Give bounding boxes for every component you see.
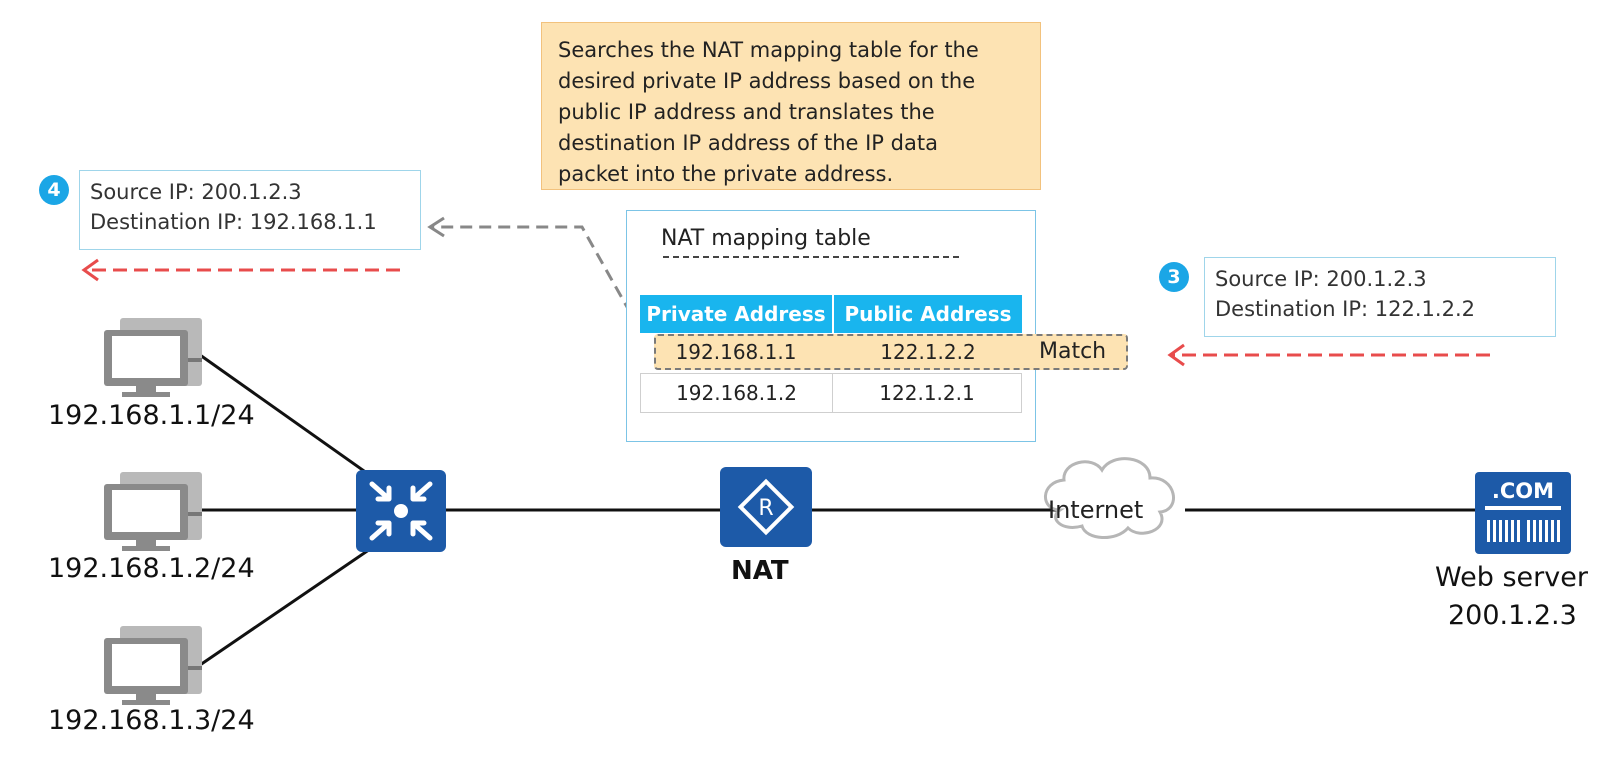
link-host3-switch	[199, 528, 399, 667]
table-divider	[663, 256, 959, 258]
nat-label: NAT	[731, 556, 789, 586]
packet-3-destination: Destination IP: 122.1.2.2	[1215, 297, 1475, 321]
packet-4-destination: Destination IP: 192.168.1.1	[90, 210, 377, 234]
table-row-1-public: 122.1.2.2	[880, 340, 976, 364]
packet-box-4: Source IP: 200.1.2.3 Destination IP: 192…	[79, 170, 421, 250]
web-server-icon: .COM	[1475, 472, 1571, 554]
table-title: NAT mapping table	[661, 226, 871, 251]
note-line: Searches the NAT mapping table for the	[558, 38, 979, 62]
step-3-badge: 3	[1159, 262, 1189, 292]
packet-4-source: Source IP: 200.1.2.3	[90, 180, 302, 204]
packet-3-source: Source IP: 200.1.2.3	[1215, 267, 1427, 291]
host-1-label: 192.168.1.1/24	[48, 400, 255, 431]
match-highlight	[654, 334, 1128, 370]
note-box: Searches the NAT mapping table for the d…	[541, 22, 1041, 190]
note-line: packet into the private address.	[558, 162, 894, 186]
table-row-1-private: 192.168.1.1	[675, 340, 797, 364]
router-icon: R	[720, 467, 812, 547]
server-badge-text: .COM	[1492, 479, 1554, 503]
note-line: destination IP address of the IP data	[558, 131, 938, 155]
red-arrow-left-top	[81, 258, 400, 282]
cloud-icon	[1044, 457, 1175, 539]
column-header-private: Private Address	[640, 295, 832, 333]
server-label: Web server	[1435, 562, 1588, 593]
server-ip-label: 200.1.2.3	[1448, 600, 1577, 631]
column-header-public: Public Address	[834, 295, 1022, 333]
grey-connector-arrow	[427, 216, 642, 331]
table-row-2-private: 192.168.1.2	[640, 373, 833, 413]
computer-icon	[104, 472, 202, 551]
note-line: public IP address and translates the	[558, 100, 935, 124]
cloud-label: Internet	[1048, 496, 1144, 524]
table-row-2-public: 122.1.2.1	[832, 373, 1022, 413]
computer-icon	[104, 318, 202, 397]
packet-box-3: Source IP: 200.1.2.3 Destination IP: 122…	[1204, 257, 1556, 337]
host-3-label: 192.168.1.3/24	[48, 705, 255, 736]
note-line: desired private IP address based on the	[558, 69, 976, 93]
match-label: Match	[1039, 339, 1107, 364]
svg-text:R: R	[758, 496, 773, 521]
step-4-badge: 4	[39, 175, 69, 205]
host-2-label: 192.168.1.2/24	[48, 553, 255, 584]
red-arrow-left-right	[1167, 343, 1490, 367]
computer-icon	[104, 626, 202, 705]
switch-icon	[356, 470, 446, 552]
